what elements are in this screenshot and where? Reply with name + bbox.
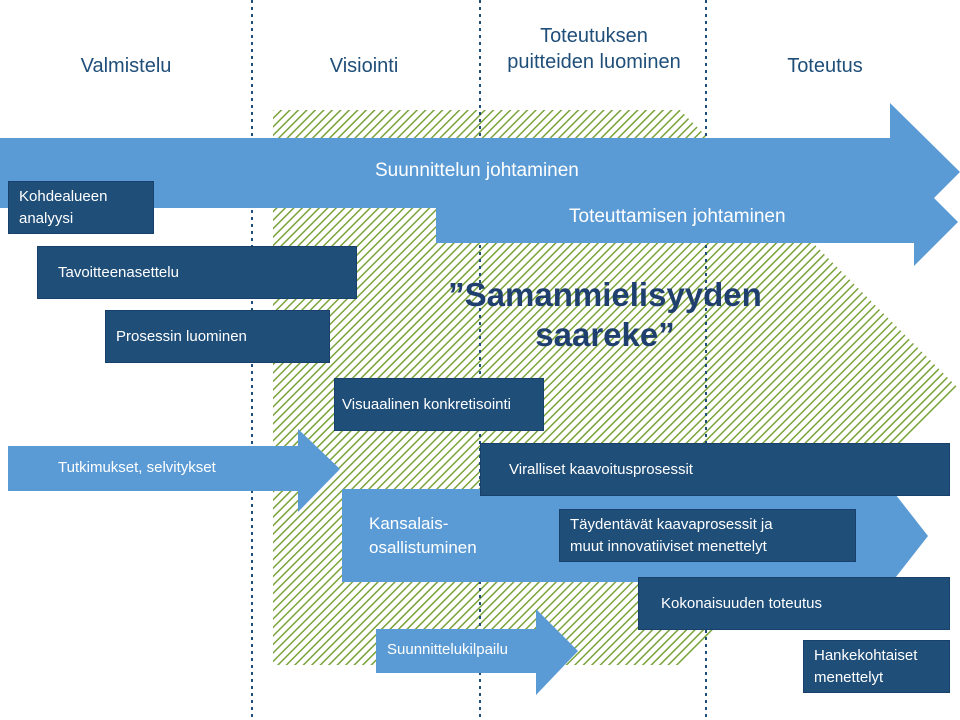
suunnittelukilpailu-label: Suunnittelukilpailu — [387, 641, 508, 658]
tavoitteenasettelu-box: Tavoitteenasettelu — [37, 246, 357, 299]
kohdealueen-analyysi-box: Kohdealueen analyysi — [8, 181, 154, 234]
toteuttamisen-arrow — [436, 178, 958, 266]
samanmielisyyden-saareke-title: ”Samanmielisyyden saareke” — [448, 276, 762, 353]
viralliset-kaavoitusprosessit-box: Viralliset kaavoitusprosessit — [480, 443, 950, 496]
phase-toteutuksen-puitteiden-luominen: Toteutuksen puitteiden luominen — [507, 25, 681, 73]
suunnittelun-arrow — [0, 103, 960, 242]
kansalaisosallistuminen-label: Kansalais- osallistuminen — [369, 514, 477, 557]
tutkimukset-label: Tutkimukset, selvitykset — [58, 459, 216, 476]
hankekohtaiset-menettelyt-box: Hankekohtaiset menettelyt — [803, 640, 950, 693]
phase-visiointi: Visiointi — [329, 55, 399, 77]
phase-toteutus: Toteutus — [787, 55, 863, 77]
visuaalinen-konkretisointi-box: Visuaalinen konkretisointi — [334, 378, 544, 431]
taydentavat-kaavaprosessit-box: Täydentävät kaavaprosessit ja muut innov… — [559, 509, 856, 562]
toteuttamisen-johtaminen-label: Toteuttamisen johtaminen — [569, 206, 786, 227]
prosessin-luominen-box: Prosessin luominen — [105, 310, 330, 363]
suunnittelun-johtaminen-label: Suunnittelun johtaminen — [375, 160, 579, 181]
tutkimukset-arrow — [8, 429, 340, 512]
kilpailu-arrow — [376, 609, 578, 695]
phase-valmistelu: Valmistelu — [80, 55, 172, 77]
kokonaisuuden-toteutus-box: Kokonaisuuden toteutus — [638, 577, 950, 630]
